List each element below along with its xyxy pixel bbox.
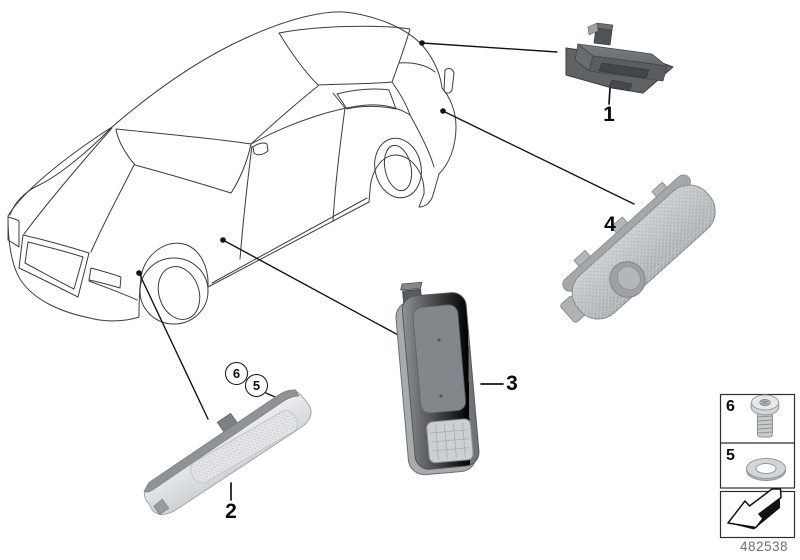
car-roof-edge — [250, 85, 319, 145]
car-line-drawing — [7, 11, 457, 325]
car-grille-inner — [24, 241, 84, 290]
car-c-pillar — [391, 81, 411, 116]
lamp3-panel — [412, 304, 466, 414]
leader-lines — [136, 40, 639, 501]
part-front-side-marker-lamp[interactable] — [130, 377, 321, 520]
part-license-plate-lamp[interactable] — [565, 22, 674, 94]
car-headlight-far — [7, 216, 20, 248]
car-headlight-near — [88, 267, 122, 289]
callout-4[interactable]: 4 — [604, 213, 616, 236]
callout-2[interactable]: 2 — [225, 500, 237, 523]
car-quarter-glass — [336, 88, 397, 110]
car-rear-wheel — [374, 137, 422, 199]
fastener-row-washer-label[interactable]: 5 — [726, 447, 735, 464]
lamp3-lens — [426, 418, 474, 464]
car-hood-crease-near — [90, 164, 135, 253]
car-deck-seam — [398, 62, 436, 73]
callout-1[interactable]: 1 — [603, 103, 615, 126]
fastener-table — [719, 393, 796, 539]
car-taillight — [443, 68, 455, 94]
car-b-pillar — [332, 92, 346, 109]
fastener-row-screw-label[interactable]: 6 — [726, 398, 735, 415]
leader-line-1 — [419, 40, 558, 53]
callout-3[interactable]: 3 — [506, 372, 518, 395]
direction-arrow-icon — [727, 488, 782, 530]
part-number: 482538 — [739, 539, 789, 554]
car-door-rear-line — [332, 107, 346, 222]
car-rear-window — [278, 25, 411, 86]
car-front-wheel — [139, 257, 209, 325]
car-fender-line-far — [9, 126, 113, 216]
car-rear-fender-line — [409, 114, 435, 168]
lamp2-edge — [143, 389, 300, 493]
callout-tick-1 — [608, 87, 611, 105]
leader-line-4 — [440, 108, 635, 205]
car-sill-line — [211, 197, 368, 284]
car-hood-crease-far — [23, 127, 113, 235]
leader-line-2 — [136, 270, 209, 420]
car-grille-outer — [18, 234, 90, 298]
car-front-wheel-inner — [157, 266, 201, 320]
callout-6-badge[interactable]: 6 — [225, 362, 248, 385]
lamp1-lens — [598, 62, 650, 79]
leader-line-3 — [220, 237, 401, 337]
car-beltline — [250, 104, 411, 145]
car-mirror — [252, 142, 269, 156]
car-body-outline — [7, 11, 457, 322]
part-rear-side-marker-lamp[interactable] — [543, 164, 726, 338]
car-door-front-line — [239, 145, 253, 260]
part-footwell-lamp[interactable] — [393, 279, 480, 476]
car-bumper-line — [88, 280, 138, 301]
car-rear-wheel-inner — [383, 144, 413, 192]
callout-5-badge[interactable]: 5 — [245, 374, 268, 397]
car-windshield — [115, 128, 252, 194]
screw-icon — [750, 394, 780, 438]
washer-icon — [746, 458, 786, 481]
